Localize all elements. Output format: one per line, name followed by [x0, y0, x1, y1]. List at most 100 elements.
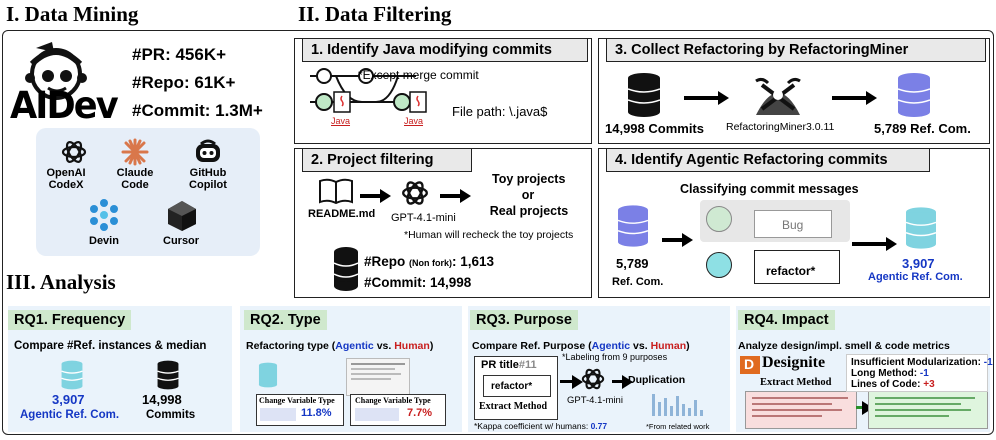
rq2-desc: Refactoring type (Agentic vs. Human): [246, 340, 434, 352]
or-label: or: [521, 188, 535, 202]
database-icon-step4-input: [617, 204, 649, 253]
rq2-database-icon: [258, 362, 278, 393]
rq3-refactor-label: refactor*: [491, 381, 533, 392]
step3-result-label: 5,789 Ref. Com.: [874, 121, 971, 136]
designite-name: Designite: [762, 354, 826, 371]
rq3-related-note: *From related work: [646, 422, 710, 431]
agent-label-cursor: Cursor: [163, 235, 200, 247]
claude-icon: [121, 138, 149, 171]
arrow-refcom-to-classify: [662, 233, 693, 247]
rq1-desc: Compare #Ref. instances & median: [14, 340, 207, 352]
database-icon-step2: [333, 246, 359, 297]
step3-title: 3. Collect Refactoring by RefactoringMin…: [606, 38, 986, 62]
rq3-desc: Compare Ref. Purpose (Agentic vs. Human): [472, 340, 690, 352]
rq4-title: RQ4. Impact: [738, 310, 835, 330]
rq2-paper-thumbnail: [346, 358, 410, 396]
rq3-pr-card: PR title#11 refactor* Extract Method: [474, 356, 558, 420]
gpt-model-label: GPT-4.1-mini: [391, 212, 456, 224]
aidev-logo-text: AIDev: [10, 84, 119, 127]
rq2-agentic-pct: 11.8%: [301, 407, 332, 419]
rq3-arrow-2: [612, 375, 633, 389]
rq3-related-chart: [650, 388, 708, 418]
rq1-title: RQ1. Frequency: [8, 310, 132, 330]
real-projects-label: Real projects: [489, 204, 569, 218]
stat-commit: #Commit: 1.3M+: [132, 101, 263, 120]
rq3-labeling-note: *Labeling from 9 purposes: [562, 352, 668, 362]
refactoringminer-label: RefactoringMiner3.0.11: [726, 121, 835, 133]
section-title-data-filtering: II. Data Filtering: [298, 2, 452, 26]
rq4-code-after: [868, 391, 988, 429]
arrow-gpt-to-output: [440, 189, 471, 203]
rq4-arrow: [856, 401, 873, 415]
cursor-icon: [167, 200, 197, 237]
rq3-kappa-note: *Kappa coefficient w/ humans: 0.77: [474, 421, 608, 431]
arrow-commits-to-miner: [684, 91, 729, 105]
agent-label-devin: Devin: [89, 235, 119, 247]
arrow-readme-to-gpt: [360, 189, 391, 203]
rq2-human-card: Change Variable Type 7.7%: [350, 394, 446, 426]
commit-graph-icon: [306, 68, 436, 133]
aidev-logo: [14, 38, 124, 130]
database-icon-refcom: [897, 72, 931, 123]
rq3-pr-title: PR title#11: [481, 359, 537, 371]
bug-label: Bug: [782, 218, 804, 232]
rq2-agentic-card: Change Variable Type 11.8%: [256, 394, 344, 426]
java-label-2: Java: [404, 116, 424, 126]
arrow-miner-to-refcom: [832, 91, 877, 105]
rq2-human-pct: 7.7%: [407, 407, 433, 419]
rq1-database-agentic: [60, 360, 84, 395]
agentic-count: 3,907: [902, 256, 935, 271]
designite-logo-icon: D: [740, 356, 760, 374]
rq4-metrics-box: Insufficient Modularization: -1 Long Met…: [846, 354, 993, 392]
stat-pr: #PR: 456K+: [132, 45, 227, 64]
step4-subtitle: Classifying commit messages: [680, 182, 859, 196]
java-label-1: Java: [331, 116, 351, 126]
refactoringminer-icon: [752, 75, 804, 122]
readme-label: README.md: [308, 208, 376, 220]
rq3-arrow-1: [560, 375, 583, 389]
rq4-extract-method: Extract Method: [760, 377, 832, 388]
rq2-agentic-card-title: Change Variable Type: [259, 396, 335, 405]
outer-frame: [2, 30, 994, 435]
human-recheck-note: *Human will recheck the toy projects: [404, 229, 574, 241]
rq3-gpt-icon: [580, 366, 606, 397]
database-icon-agentic: [905, 206, 937, 255]
merge-note: *Except merge commit: [358, 68, 479, 82]
step4-input-label: Ref. Com.: [612, 276, 664, 288]
toy-projects-label: Toy projects: [492, 172, 566, 186]
rq4-metric-long-method: Long Method: -1: [851, 368, 929, 379]
section-title-data-mining: I. Data Mining: [6, 2, 139, 26]
rq3-title: RQ3. Purpose: [470, 310, 578, 330]
agents-panel: [36, 128, 260, 256]
github-copilot-icon: [193, 138, 223, 171]
commit-count: #Commit: 14,998: [364, 275, 472, 290]
openai-icon: [60, 138, 88, 171]
step1-title: 1. Identify Java modifying commits: [302, 38, 588, 62]
refactor-commit-card: refactor*: [700, 248, 850, 288]
step4-title: 4. Identify Agentic Refactoring commits: [606, 148, 930, 172]
step4-input-count: 5,789: [616, 256, 649, 271]
database-icon-commits: [627, 72, 661, 123]
gpt-icon: [400, 178, 430, 213]
rq1-agentic-label: Agentic Ref. Com.: [20, 409, 120, 421]
step3-commits-label: 14,998 Commits: [605, 121, 704, 136]
rq1-commit-count: 14,998: [142, 392, 182, 407]
rq4-metric-loc: Lines of Code: +3: [851, 379, 935, 390]
refactor-label: refactor*: [766, 264, 816, 278]
arrow-classify-to-agentic: [852, 237, 897, 251]
repo-count: #Repo (Non fork): 1,613: [364, 254, 495, 269]
rq2-title: RQ2. Type: [244, 310, 327, 330]
stat-repo: #Repo: 61K+: [132, 73, 236, 92]
rq2-human-card-title: Change Variable Type: [355, 396, 431, 405]
devin-icon: [88, 198, 120, 237]
filepath-pattern: File path: \.java$: [452, 104, 548, 119]
rq1-database-commits: [156, 360, 180, 395]
rq4-desc: Analyze design/impl. smell & code metric…: [738, 340, 950, 352]
rq4-code-before: [745, 391, 857, 429]
agentic-label: Agentic Ref. Com.: [868, 271, 963, 283]
rq3-gpt-label: GPT-4.1-mini: [567, 395, 623, 406]
bug-commit-card: Bug: [700, 200, 850, 242]
rq4-metric-modularization: Insufficient Modularization: -1: [851, 357, 993, 368]
step2-title: 2. Project filtering: [302, 148, 472, 172]
section-title-analysis: III. Analysis: [6, 270, 116, 294]
